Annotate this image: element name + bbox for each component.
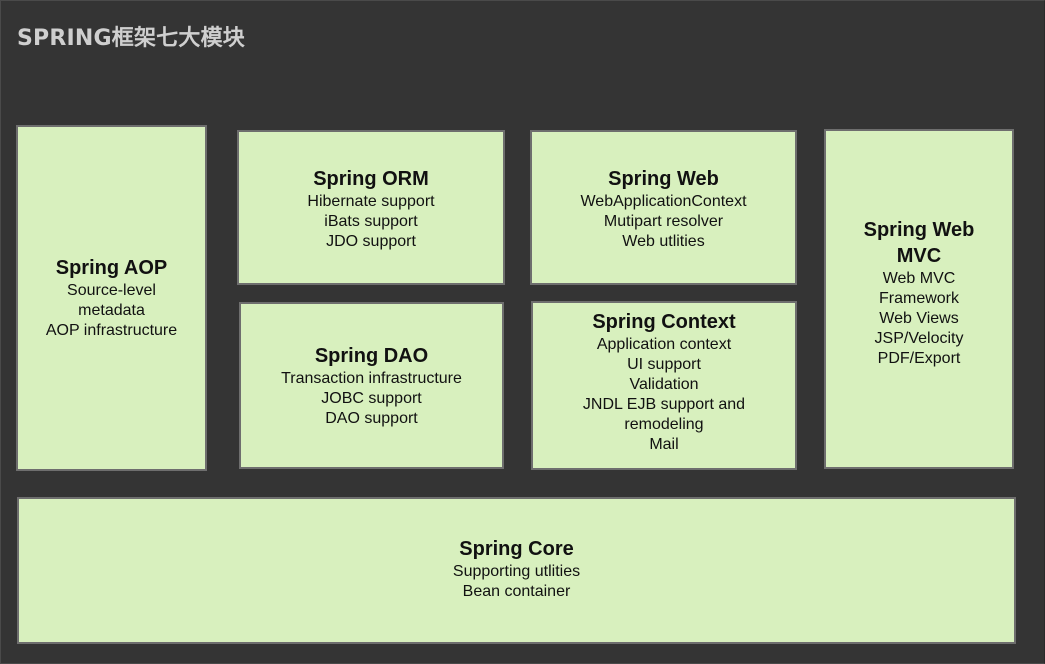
module-feature: Web MVC — [882, 270, 956, 287]
module-feature: JNDL EJB support and — [582, 395, 746, 413]
module-feature: JOBC support — [321, 389, 422, 407]
module-features: Application context UI support Validatio… — [583, 335, 745, 455]
module-feature: JDO support — [326, 233, 416, 250]
module-spring-web-mvc: Spring Web MVC Web MVC Framework Web Vie… — [824, 129, 1014, 469]
module-feature: WebApplicationContext — [580, 193, 747, 210]
module-features: Supporting utlities Bean container — [453, 562, 580, 602]
module-feature: Framework — [878, 290, 959, 307]
module-feature: Bean container — [462, 582, 571, 600]
module-feature: Mutipart resolver — [603, 213, 724, 230]
module-title-line: MVC — [896, 245, 942, 267]
module-feature: Web Views — [879, 310, 959, 327]
module-spring-core: Spring Core Supporting utlities Bean con… — [17, 497, 1016, 644]
module-spring-orm: Spring ORM Hibernate support iBats suppo… — [237, 130, 505, 285]
module-features: Source-level metadata AOP infrastructure — [46, 281, 177, 341]
module-features: WebApplicationContext Mutipart resolver … — [580, 192, 746, 252]
module-title: Spring AOP — [55, 257, 168, 279]
module-spring-aop: Spring AOP Source-level metadata AOP inf… — [16, 125, 207, 471]
module-features: Hibernate support iBats support JDO supp… — [307, 192, 434, 252]
module-feature: AOP infrastructure — [45, 322, 178, 339]
module-title: Spring Context — [592, 310, 736, 333]
module-feature: Supporting utlities — [452, 562, 581, 580]
module-feature: remodeling — [624, 415, 704, 433]
module-feature: metadata — [78, 302, 145, 319]
module-spring-dao: Spring DAO Transaction infrastructure JO… — [239, 302, 504, 469]
module-feature: Validation — [629, 375, 699, 393]
module-title-line: Spring Web — [863, 219, 975, 241]
module-feature: Mail — [649, 435, 679, 453]
module-feature: Web utlities — [622, 233, 705, 250]
module-features: Transaction infrastructure JOBC support … — [281, 369, 462, 429]
module-spring-web: Spring Web WebApplicationContext Mutipar… — [530, 130, 797, 285]
module-feature: DAO support — [325, 409, 418, 427]
module-feature: UI support — [627, 355, 701, 373]
module-feature: iBats support — [324, 213, 418, 230]
module-title: Spring ORM — [313, 168, 429, 190]
module-feature: PDF/Export — [877, 350, 961, 367]
module-spring-context: Spring Context Application context UI su… — [531, 301, 797, 470]
page-title: SPRING框架七大模块 — [17, 26, 245, 51]
module-title: Spring Web MVC — [864, 217, 975, 269]
module-title: Spring DAO — [314, 344, 429, 367]
module-feature: Application context — [596, 335, 732, 353]
module-feature: Transaction infrastructure — [281, 369, 462, 387]
module-feature: Source-level — [67, 282, 156, 299]
module-feature: JSP/Velocity — [874, 330, 964, 347]
module-feature: Hibernate support — [307, 193, 435, 210]
module-title: Spring Core — [459, 537, 574, 560]
module-features: Web MVC Framework Web Views JSP/Velocity… — [875, 269, 964, 369]
module-title: Spring Web — [608, 168, 719, 190]
